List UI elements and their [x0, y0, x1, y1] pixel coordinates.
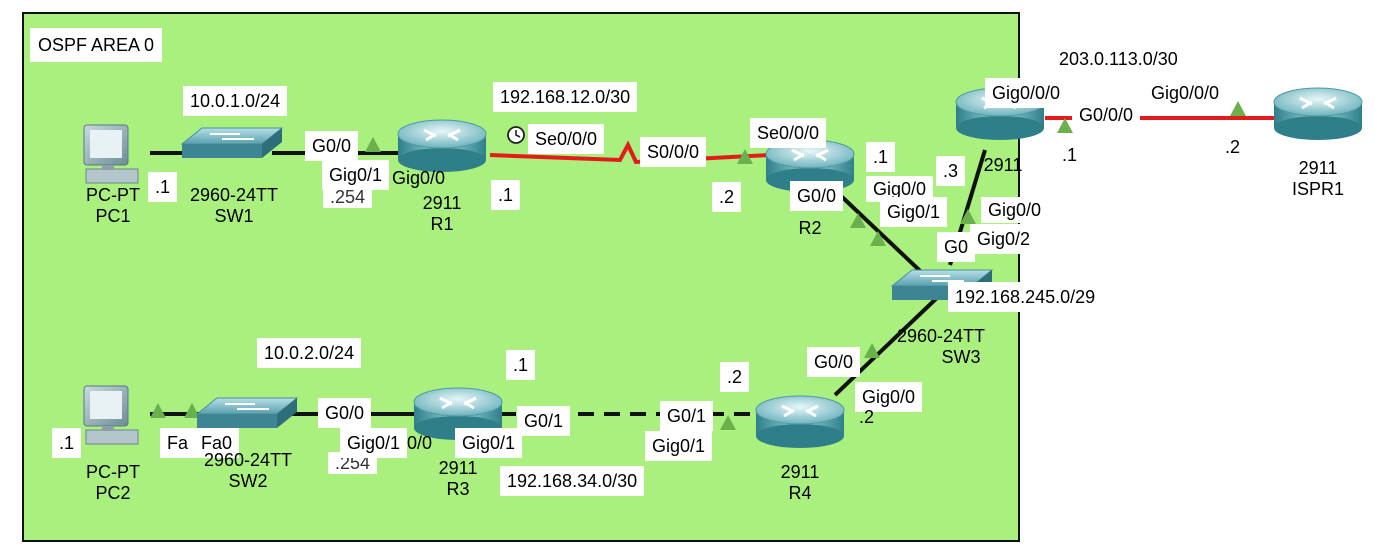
isp-type: 2911	[1298, 158, 1338, 178]
sw2-type: 2960-24TT	[203, 450, 293, 470]
r3-wan-ip-label: .1	[506, 350, 536, 380]
network-r3r4-label: 192.168.34.0/30	[500, 466, 645, 496]
network-lan1-label: 10.0.1.0/24	[183, 86, 288, 116]
sw1-caption: 2960-24TT SW1	[178, 185, 290, 227]
pc2-name: PC2	[95, 483, 131, 503]
isp-name: ISPR1	[1291, 179, 1345, 199]
sw3-caption: 2960-24TT SW3	[885, 326, 997, 368]
r5-lan-ip-label: .3	[936, 156, 966, 186]
r3-gig01b-label: Gig0/1	[455, 428, 523, 458]
r3-g01-label: G0/1	[517, 406, 571, 436]
r4-icon[interactable]	[754, 394, 846, 450]
network-r5isp-label: 203.0.113.0/30	[1052, 44, 1185, 74]
r1-serial-label: Se0/0/0	[528, 124, 605, 154]
sw3-name: SW3	[941, 347, 981, 367]
pc1-caption: PC-PT PC1	[78, 185, 148, 227]
r5-caption: 2911	[978, 155, 1028, 176]
area-label: OSPF AREA 0	[30, 28, 163, 62]
isp-wan-ip-label: .2	[1218, 132, 1248, 162]
r2-lan-ip-label: .1	[866, 142, 896, 172]
r4-name: R4	[788, 483, 812, 503]
network-lan2-label: 10.0.2.0/24	[257, 338, 362, 368]
r2-serial-ip-label: .2	[712, 182, 742, 212]
sw2-icon[interactable]	[196, 397, 298, 429]
sw3-type: 2960-24TT	[896, 326, 986, 346]
r3-gig01a-label: Gig0/1	[340, 428, 408, 458]
r4-wan-ip-label: .2	[720, 362, 750, 392]
r1-type: 2911	[422, 193, 462, 213]
sw2-g00-label: G0/0	[318, 398, 372, 428]
clock-icon	[507, 126, 525, 144]
sw1-port-label: G0/0	[305, 131, 359, 161]
r5-g000-label: G0/0/0	[1072, 100, 1141, 130]
r4-g01-label: G0/1	[660, 401, 714, 431]
r3-g00-label: 0/0	[407, 433, 433, 453]
r1-caption: 2911 R1	[412, 193, 472, 235]
sw3-gig02-label: Gig0/2	[970, 224, 1038, 254]
sw2-caption: 2960-24TT SW2	[192, 450, 304, 492]
pc2-ip-label: .1	[52, 428, 82, 458]
pc1-name: PC1	[95, 206, 131, 226]
isp-router-icon[interactable]	[1272, 86, 1364, 142]
r1-gig01-label: Gig0/1	[322, 160, 390, 190]
r4-lan-ip-label: .2	[859, 407, 875, 427]
r3-name: R3	[446, 479, 470, 499]
r2-caption: R2	[785, 218, 835, 239]
sw3-gig00-label: Gig0/0	[855, 382, 923, 412]
r5-type: 2911	[983, 155, 1023, 175]
r4-gig01-label: Gig0/1	[645, 431, 713, 461]
r2-s000-label: S0/0/0	[640, 137, 707, 167]
pc2-type: PC-PT	[86, 462, 140, 482]
r5-g0-label: G0	[937, 232, 976, 262]
r2-name: R2	[798, 218, 822, 238]
r4-caption: 2911 R4	[770, 462, 830, 504]
r4-g00-label: G0/0	[807, 347, 861, 377]
network-r1r2-label: 192.168.12.0/30	[493, 82, 638, 112]
pc1-type: PC-PT	[86, 185, 140, 205]
isp-gig000-label: Gig0/0/0	[1144, 78, 1227, 108]
r3-type: 2911	[438, 458, 478, 478]
r2-se000-label: Se0/0/0	[750, 118, 827, 148]
r2-g00-label: G0/0	[790, 181, 844, 211]
sw1-icon[interactable]	[181, 127, 283, 159]
r1-ip-label: .254	[323, 186, 373, 208]
r5-gig00-label: Gig0/0	[981, 197, 1049, 223]
r3-caption: 2911 R3	[428, 458, 488, 500]
sw1-type: 2960-24TT	[189, 185, 279, 205]
sw1-name: SW1	[214, 206, 254, 226]
sw2-name: SW2	[228, 471, 268, 491]
sw3-gig01-label: Gig0/1	[880, 197, 948, 227]
pc1-ip-label: .1	[148, 172, 178, 202]
network-r2r4r5-label: 192.168.245.0/29	[948, 282, 1103, 312]
r1-gig00-label: Gig0/0	[392, 168, 446, 188]
r4-type: 2911	[780, 462, 820, 482]
sw2-fa0-label: Fa0	[194, 428, 240, 458]
r5-wan-ip-label: .1	[1055, 140, 1085, 170]
pc2-fa-label: Fa	[160, 428, 196, 458]
pc2-caption: PC-PT PC2	[78, 462, 148, 504]
r1-name: R1	[430, 214, 454, 234]
r5-gig000-label: Gig0/0/0	[985, 78, 1068, 108]
isp-caption: 2911 ISPR1	[1283, 158, 1353, 200]
r1-serial-ip-label: .1	[491, 180, 521, 210]
